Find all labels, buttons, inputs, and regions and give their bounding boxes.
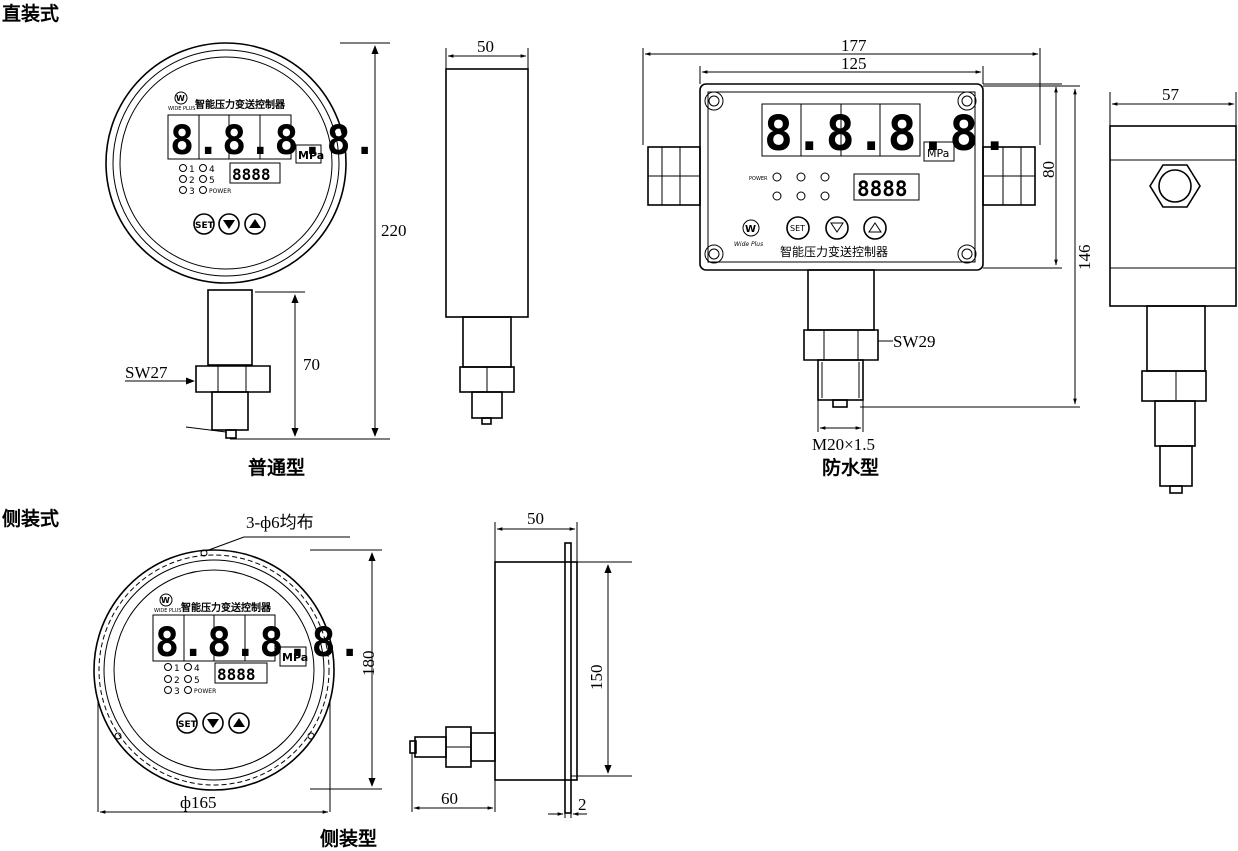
brand-name-en: WIDE PLUS bbox=[168, 106, 195, 112]
caption-waterproof: 防水型 bbox=[822, 456, 879, 479]
svg-text:POWER: POWER bbox=[749, 176, 768, 182]
dim-side-thickness: 2 bbox=[578, 795, 587, 814]
svg-text:W: W bbox=[745, 224, 756, 235]
wp-set-button[interactable]: SET bbox=[786, 216, 810, 240]
normal-dimensions: 220 70 SW27 bbox=[125, 42, 407, 440]
svg-text:5: 5 bbox=[194, 676, 200, 686]
main-display-digits: 8.8.8.8. bbox=[170, 118, 379, 164]
set-button[interactable]: SET bbox=[193, 213, 215, 235]
side-main-digits: 8.8.8.8. bbox=[155, 620, 364, 666]
label-sw29: SW29 bbox=[893, 332, 936, 351]
svg-text:5: 5 bbox=[209, 176, 215, 186]
unit-box bbox=[295, 144, 322, 164]
side-brand-name-cn: 智能压力变送控制器 bbox=[181, 601, 272, 614]
dim-side-diameter: ф165 bbox=[180, 793, 217, 812]
svg-text:POWER: POWER bbox=[194, 688, 216, 695]
waterproof-type-side: 57 bbox=[1109, 85, 1237, 494]
svg-text:4: 4 bbox=[209, 165, 215, 175]
svg-text:W: W bbox=[176, 94, 185, 103]
wp-up-button[interactable] bbox=[863, 216, 887, 240]
svg-text:SET: SET bbox=[195, 221, 215, 231]
brand-name-cn: 智能压力变送控制器 bbox=[195, 98, 286, 111]
wp-brand-name-cn: 智能压力变送控制器 bbox=[780, 244, 888, 259]
section-side-mount: 侧装式 bbox=[2, 507, 59, 530]
wp-down-button[interactable] bbox=[825, 216, 849, 240]
sub-display bbox=[229, 162, 281, 184]
svg-text:WIDE PLUS: WIDE PLUS bbox=[154, 608, 181, 614]
side-sub-digits: 8888 bbox=[217, 665, 256, 684]
svg-text:3: 3 bbox=[174, 687, 180, 697]
side-brand-logo-icon: W bbox=[159, 593, 173, 607]
dim-wp-width-outer: 177 bbox=[841, 36, 867, 55]
side-type-front: W WIDE PLUS 智能压力变送控制器 8.8.8.8. MPa 1 4 2… bbox=[93, 549, 364, 812]
dim-normal-depth: 50 bbox=[477, 37, 494, 56]
svg-text:SET: SET bbox=[178, 720, 198, 730]
side-set-button[interactable]: SET bbox=[176, 712, 198, 734]
normal-type-side: 50 bbox=[445, 37, 529, 425]
waterproof-dimensions: 177 125 80 146 SW29 M20×1.5 bbox=[642, 36, 1094, 454]
dim-side-depth: 50 bbox=[527, 509, 544, 528]
caption-normal: 普通型 bbox=[248, 456, 305, 479]
dim-normal-height: 220 bbox=[381, 221, 407, 240]
svg-text:1: 1 bbox=[189, 165, 195, 175]
wp-main-digits: 8.8.8.8. bbox=[764, 106, 1011, 162]
wp-brand-logo-icon: W bbox=[742, 219, 760, 237]
wp-sub-digits: 8888 bbox=[857, 177, 908, 201]
waterproof-type-front: 8.8.8.8. MPa POWER 8888 W Wide Plus SET bbox=[647, 83, 1036, 408]
dim-wp-thread: M20×1.5 bbox=[812, 435, 875, 454]
dim-wp-height-box: 80 bbox=[1039, 161, 1058, 178]
sub-display-digits: 8888 bbox=[232, 165, 271, 184]
indicator-group: 1 4 2 5 3 POWER bbox=[179, 164, 231, 197]
svg-text:1: 1 bbox=[174, 664, 180, 674]
side-up-button[interactable] bbox=[228, 712, 250, 734]
svg-text:3: 3 bbox=[189, 187, 195, 197]
dim-wp-width-inner: 125 bbox=[841, 54, 867, 73]
unit-label: MPa bbox=[298, 149, 324, 162]
label-sw27: SW27 bbox=[125, 363, 168, 382]
side-dimensions: 3-ф6均布 180 ф165 bbox=[99, 513, 382, 814]
svg-text:W: W bbox=[161, 596, 170, 605]
dim-normal-stem: 70 bbox=[303, 355, 320, 374]
wp-unit-label: MPa bbox=[927, 147, 949, 160]
brand-logo-icon: W bbox=[174, 91, 188, 105]
svg-text:POWER: POWER bbox=[209, 188, 231, 195]
side-type-side-view: 50 150 60 2 bbox=[409, 509, 632, 818]
svg-text:2: 2 bbox=[174, 676, 180, 686]
caption-side: 侧装型 bbox=[320, 827, 377, 850]
dim-side-holes: 3-ф6均布 bbox=[246, 513, 314, 532]
svg-text:2: 2 bbox=[189, 176, 195, 186]
side-down-button[interactable] bbox=[202, 712, 224, 734]
section-direct-mount: 直装式 bbox=[2, 2, 59, 25]
dim-side-stem: 60 bbox=[441, 789, 458, 808]
svg-text:4: 4 bbox=[194, 664, 200, 674]
dim-side-height: 180 bbox=[359, 651, 378, 677]
up-button[interactable] bbox=[244, 213, 266, 235]
wp-brand-script: Wide Plus bbox=[734, 241, 763, 248]
normal-type-front: W WIDE PLUS 智能压力变送控制器 8.8.8.8. MPa 1 4 2… bbox=[105, 42, 379, 439]
wp-sub-display bbox=[853, 173, 920, 201]
dim-side-panel: 150 bbox=[587, 665, 606, 691]
side-unit-label: MPa bbox=[282, 651, 308, 664]
dim-wp-depth: 57 bbox=[1162, 85, 1180, 104]
svg-text:SET: SET bbox=[790, 224, 805, 233]
down-button[interactable] bbox=[218, 213, 240, 235]
dim-wp-total-height: 146 bbox=[1075, 245, 1094, 271]
